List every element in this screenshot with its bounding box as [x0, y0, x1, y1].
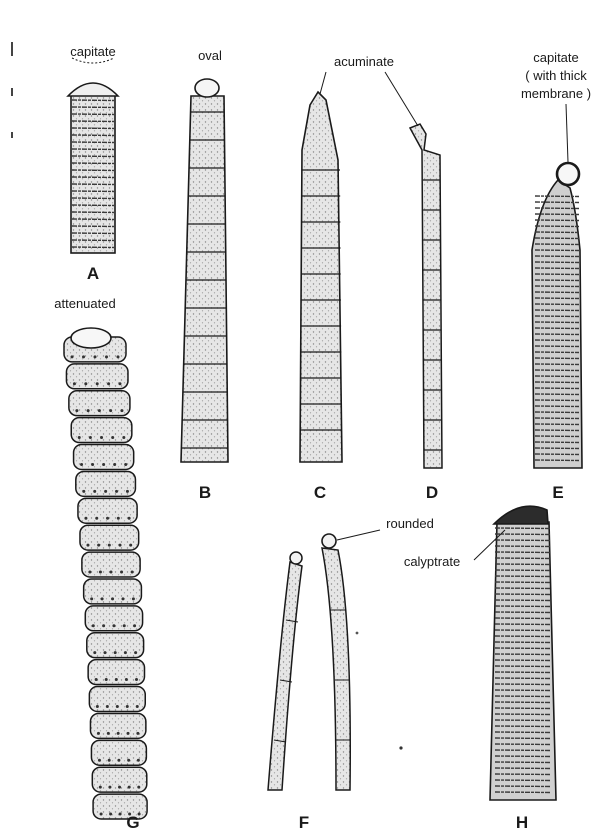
filament-g: [64, 328, 147, 819]
label-oval: oval: [198, 48, 222, 63]
label-capitate: capitate: [70, 44, 116, 59]
filament-h: [490, 506, 556, 800]
label-calyptrate: calyptrate: [404, 554, 460, 569]
letter-b: B: [199, 483, 211, 502]
label-attenuated: attenuated: [54, 296, 115, 311]
filament-d: [410, 124, 442, 468]
letter-g: G: [126, 813, 139, 832]
letter-c: C: [314, 483, 326, 502]
filament-c: [300, 92, 342, 462]
filament-b: [181, 79, 228, 462]
label-capitate-thick-line1: capitate: [533, 50, 579, 65]
label-capitate-thick-line3: membrane ): [521, 86, 591, 101]
letter-a: A: [87, 264, 99, 283]
letter-e: E: [552, 483, 563, 502]
filament-f-right: [322, 534, 350, 790]
filament-e: [532, 163, 582, 468]
label-capitate-thick-line2: ( with thick: [525, 68, 587, 83]
letter-d: D: [426, 483, 438, 502]
letter-h: H: [516, 813, 528, 832]
label-acuminate: acuminate: [334, 54, 394, 69]
filament-f-left: [268, 552, 302, 790]
label-rounded: rounded: [386, 516, 434, 531]
filament-a: [68, 83, 118, 253]
letter-f: F: [299, 813, 309, 832]
